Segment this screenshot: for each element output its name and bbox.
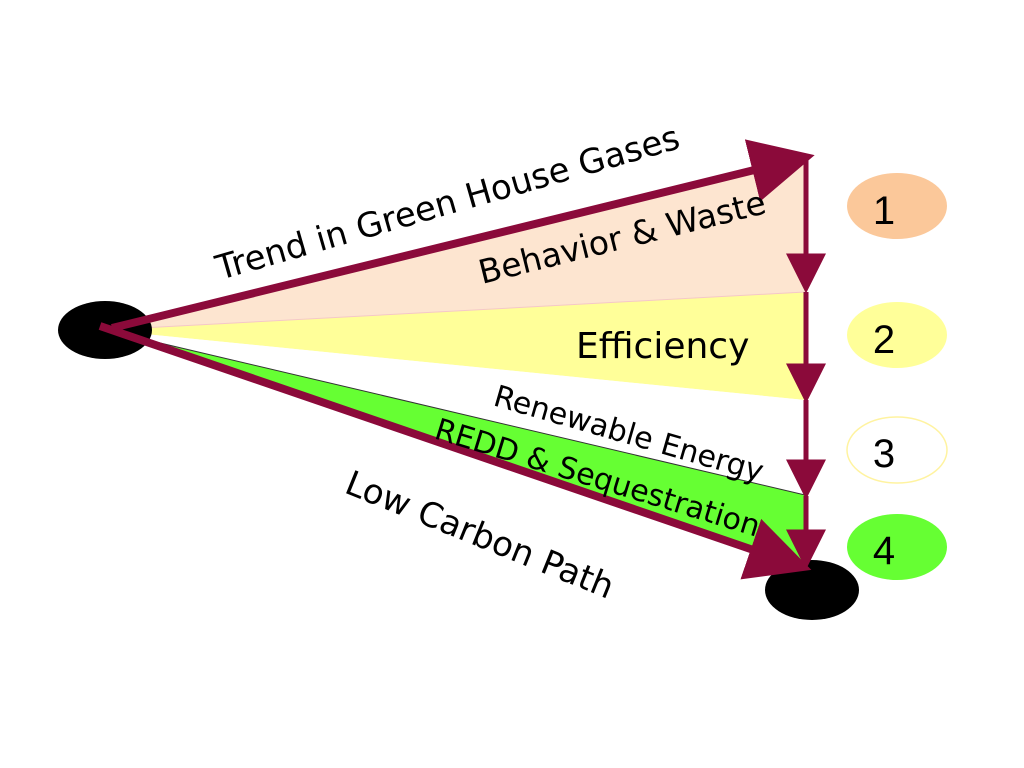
badge-1-number: 1: [873, 189, 895, 233]
label-efficiency: Efficiency: [576, 326, 749, 367]
wedge-efficiency: [105, 292, 805, 400]
badge-4: 4: [847, 514, 947, 580]
trend-arrow: [111, 139, 815, 332]
badge-1-bg: [847, 173, 947, 239]
badge-1: 1: [847, 173, 947, 239]
badge-2-bg: [847, 302, 947, 368]
low-carbon-arrow: [98, 322, 812, 580]
badge-2: 2: [847, 302, 947, 368]
badge-3: 3: [846, 416, 948, 484]
wedge-divider-1: [104, 291, 806, 331]
badge-3-number: 3: [873, 432, 895, 476]
end-node: [765, 560, 859, 620]
badge-3-bg: [846, 416, 948, 484]
badge-4-number: 4: [873, 529, 895, 573]
wedge-divider-3: [104, 329, 806, 496]
badge-4-bg: [847, 514, 947, 580]
badge-2-number: 2: [873, 318, 895, 362]
